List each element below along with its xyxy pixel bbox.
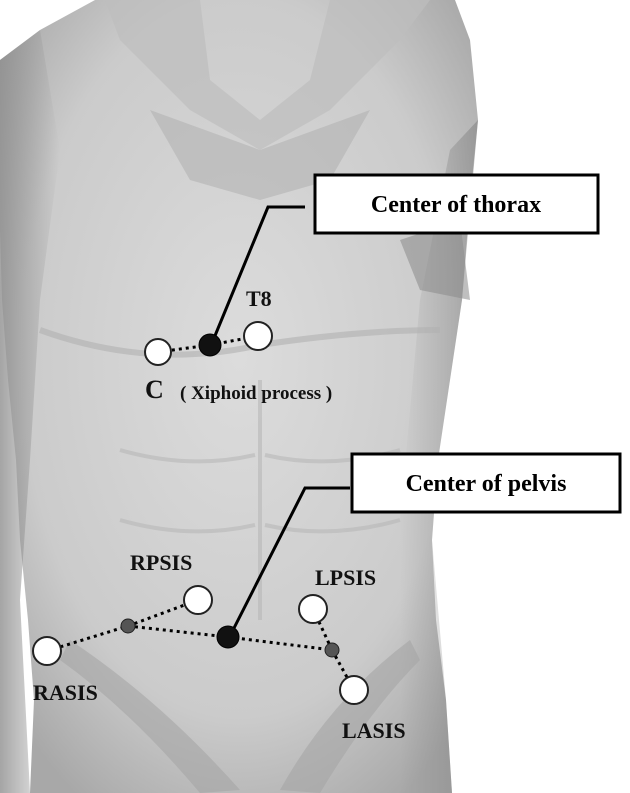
label-c: C <box>145 375 164 404</box>
marker-c <box>144 338 172 366</box>
label-t8: T8 <box>246 286 272 311</box>
label-lpsis: LPSIS <box>315 565 376 590</box>
pelvis-callout: Center of pelvis <box>350 452 622 514</box>
marker-labels: T8 C ( Xiphoid process ) RPSIS LPSIS RAS… <box>33 286 406 743</box>
thorax-callout-label: Center of thorax <box>371 192 541 218</box>
marker-left-midpoint <box>324 642 340 658</box>
marker-rpsis <box>183 585 213 615</box>
marker-t8 <box>243 321 273 351</box>
marker-lasis <box>339 675 369 705</box>
thorax-markers <box>144 321 273 366</box>
pelvis-callout-label: Center of pelvis <box>406 471 567 497</box>
label-rasis: RASIS <box>33 680 98 705</box>
marker-thorax-center <box>198 333 222 357</box>
marker-lpsis <box>298 594 328 624</box>
label-xiphoid: ( Xiphoid process ) <box>180 383 332 404</box>
label-lasis: LASIS <box>342 718 406 743</box>
marker-pelvis-center <box>216 625 240 649</box>
callout-leaders <box>210 205 350 633</box>
marker-right-midpoint <box>120 618 136 634</box>
marker-rasis <box>32 636 62 666</box>
label-rpsis: RPSIS <box>130 550 192 575</box>
thorax-callout: Center of thorax <box>313 173 600 235</box>
pelvis-markers <box>32 585 369 705</box>
